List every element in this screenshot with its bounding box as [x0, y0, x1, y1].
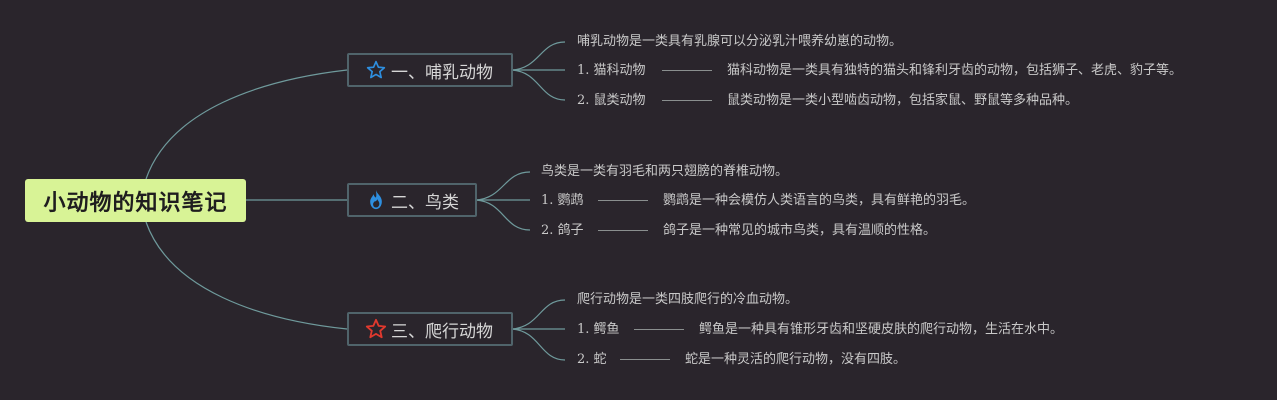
branch-3-item-2-connector: [620, 359, 670, 360]
branch-title: 一、哺乳动物: [391, 62, 493, 83]
branch-1-item-1-label: 1. 猫科动物: [577, 63, 646, 78]
branch-node-mammals[interactable]: 一、哺乳动物: [347, 53, 513, 87]
branch-2-item-1-label: 1. 鹦鹉: [541, 193, 584, 208]
connector-b1-intro: [511, 41, 566, 71]
branch-3-item-1-desc: 鳄鱼是一种具有锥形牙齿和坚硬皮肤的爬行动物，生活在水中。: [699, 322, 1064, 337]
branch-3-item-2-desc: 蛇是一种灵活的爬行动物，没有四肢。: [685, 352, 907, 367]
branch-2-item-1-desc: 鹦鹉是一种会模仿人类语言的鸟类，具有鲜艳的羽毛。: [663, 193, 976, 208]
root-title: 小动物的知识笔记: [43, 190, 228, 216]
branch-2-item-2-desc: 鸽子是一种常见的城市鸟类，具有温顺的性格。: [663, 223, 937, 238]
star-outline-icon: [365, 59, 387, 81]
connector-b1-item2: [511, 69, 566, 101]
branch-3-intro: 爬行动物是一类四肢爬行的冷血动物。: [577, 292, 799, 307]
connector-b3-intro: [511, 299, 566, 330]
connector-b2-intro: [475, 171, 531, 201]
branch-2-intro: 鸟类是一类有羽毛和两只翅膀的脊椎动物。: [541, 164, 789, 179]
root-node[interactable]: 小动物的知识笔记: [25, 179, 246, 222]
branch-1-item-1-connector: [662, 70, 712, 71]
branch-title: 二、鸟类: [391, 192, 459, 213]
branch-2-item-1-connector: [598, 200, 648, 201]
branch-2-item-2-label: 2. 鸽子: [541, 223, 584, 238]
branch-1-intro: 哺乳动物是一类具有乳腺可以分泌乳汁喂养幼崽的动物。: [577, 34, 903, 49]
branch-node-reptiles[interactable]: 三、爬行动物: [347, 312, 513, 346]
connector-b2-item2: [475, 199, 531, 231]
branch-2-item-2-connector: [598, 230, 648, 231]
branch-node-birds[interactable]: 二、鸟类: [347, 183, 477, 217]
branch-3-item-1-label: 1. 鳄鱼: [577, 322, 620, 337]
branch-3-item-2-label: 2. 蛇: [577, 352, 607, 367]
fire-icon: [365, 189, 387, 211]
connector-root-branch-3: [145, 221, 348, 330]
connector-b3-item2: [511, 328, 566, 361]
branch-1-item-1-desc: 猫科动物是一类具有独特的猫头和锋利牙齿的动物，包括狮子、老虎、豹子等。: [727, 63, 1183, 78]
branch-title: 三、爬行动物: [391, 321, 493, 342]
branch-3-item-1-connector: [634, 329, 684, 330]
branch-1-item-2-desc: 鼠类动物是一类小型啮齿动物，包括家鼠、野鼠等多种品种。: [727, 93, 1079, 108]
star-outline-icon: [365, 318, 387, 340]
branch-1-item-2-connector: [662, 100, 712, 101]
branch-1-item-2-label: 2. 鼠类动物: [577, 93, 646, 108]
connector-root-branch-1: [145, 69, 348, 180]
